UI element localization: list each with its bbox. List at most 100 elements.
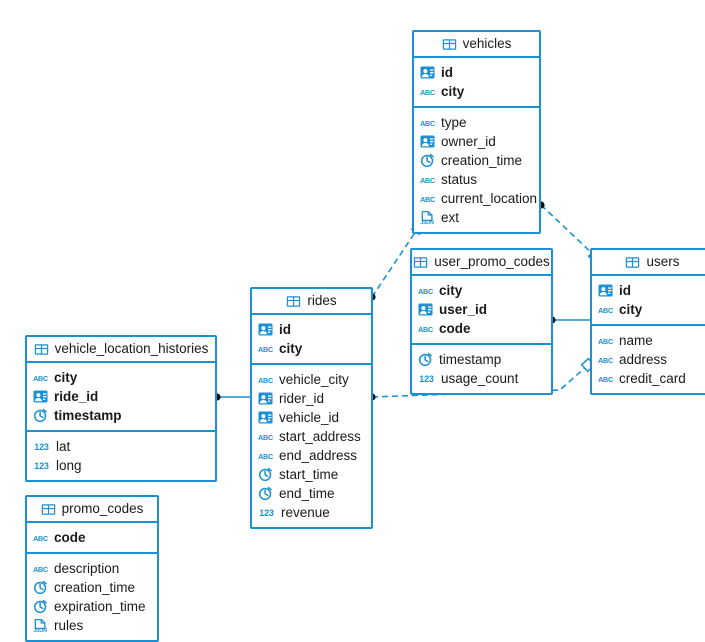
- column-name: start_time: [279, 466, 339, 482]
- svg-text:ABC: ABC: [258, 376, 273, 385]
- abc-icon: ABC: [418, 321, 433, 336]
- id-badge-icon: [598, 283, 613, 298]
- clock-icon: [420, 153, 435, 168]
- 123-icon: 123: [419, 373, 434, 384]
- svg-text:ABC: ABC: [33, 534, 48, 543]
- column-name: city: [439, 282, 463, 298]
- abc-icon: ABC: [420, 115, 435, 130]
- clock-icon: [258, 467, 273, 482]
- entity-header-users[interactable]: users: [592, 250, 705, 276]
- pk-column-id[interactable]: id: [252, 320, 371, 339]
- abc-icon: ABC: [598, 352, 613, 367]
- id-badge-icon: [258, 391, 273, 406]
- svg-text:JSON: JSON: [33, 628, 47, 633]
- column-name: end_address: [279, 447, 358, 463]
- column-name: id: [279, 321, 291, 337]
- column-name: status: [441, 171, 478, 187]
- pk-column-user_id[interactable]: user_id: [412, 300, 551, 319]
- table-grid-icon: [41, 502, 56, 517]
- column-end_time[interactable]: end_time: [252, 484, 371, 503]
- column-name: ext: [441, 209, 460, 225]
- column-creation_time[interactable]: creation_time: [27, 578, 157, 597]
- column-name: vehicle_city: [279, 371, 349, 387]
- abc-icon: ABC: [420, 84, 435, 99]
- column-name: creation_time: [441, 152, 523, 168]
- pk-column-city[interactable]: ABC city: [412, 281, 551, 300]
- id-badge-icon: [418, 302, 433, 317]
- column-name: city: [279, 340, 303, 356]
- entity-name: promo_codes: [61, 501, 144, 517]
- column-vehicle_city[interactable]: ABC vehicle_city: [252, 370, 371, 389]
- relationship-upc-users: [548, 316, 590, 324]
- entity-header-vehicle_location_histories[interactable]: vehicle_location_histories: [27, 337, 215, 363]
- entity-header-user_promo_codes[interactable]: user_promo_codes: [412, 250, 551, 276]
- column-status[interactable]: ABC status: [414, 170, 539, 189]
- column-timestamp[interactable]: timestamp: [412, 350, 551, 369]
- column-rider_id[interactable]: rider_id: [252, 389, 371, 408]
- pk-column-timestamp[interactable]: timestamp: [27, 406, 215, 425]
- clock-icon: [33, 408, 48, 423]
- table-grid-icon: [286, 294, 301, 309]
- json-icon: JSON: [420, 210, 435, 225]
- pk-column-id[interactable]: id: [414, 63, 539, 82]
- column-name: city: [54, 369, 78, 385]
- pk-column-id[interactable]: id: [592, 281, 705, 300]
- column-address[interactable]: ABC address: [592, 350, 705, 369]
- column-vehicle_id[interactable]: vehicle_id: [252, 408, 371, 427]
- abc-icon: ABC: [598, 333, 613, 348]
- id-badge-icon: [258, 322, 273, 337]
- entity-header-promo_codes[interactable]: promo_codes: [27, 497, 157, 523]
- column-name: address: [619, 351, 668, 367]
- column-name: current_location: [441, 190, 538, 206]
- column-start_time[interactable]: start_time: [252, 465, 371, 484]
- column-creation_time[interactable]: creation_time: [414, 151, 539, 170]
- entity-header-rides[interactable]: rides: [252, 289, 371, 315]
- column-name: expiration_time: [54, 598, 146, 614]
- column-name: revenue: [281, 504, 330, 520]
- svg-text:ABC: ABC: [420, 176, 435, 185]
- abc-icon: ABC: [258, 429, 273, 444]
- column-owner_id[interactable]: owner_id: [414, 132, 539, 151]
- clock-icon: [418, 352, 433, 367]
- column-ext[interactable]: JSON ext: [414, 208, 539, 227]
- table-grid-icon: [625, 255, 640, 270]
- abc-icon: ABC: [420, 172, 435, 187]
- column-name: rider_id: [279, 390, 325, 406]
- svg-text:ABC: ABC: [418, 287, 433, 296]
- column-name: user_id: [439, 301, 488, 317]
- column-expiration_time[interactable]: expiration_time: [27, 597, 157, 616]
- abc-icon: ABC: [33, 561, 48, 576]
- pk-column-ride_id[interactable]: ride_id: [27, 387, 215, 406]
- entity-header-vehicles[interactable]: vehicles: [414, 32, 539, 58]
